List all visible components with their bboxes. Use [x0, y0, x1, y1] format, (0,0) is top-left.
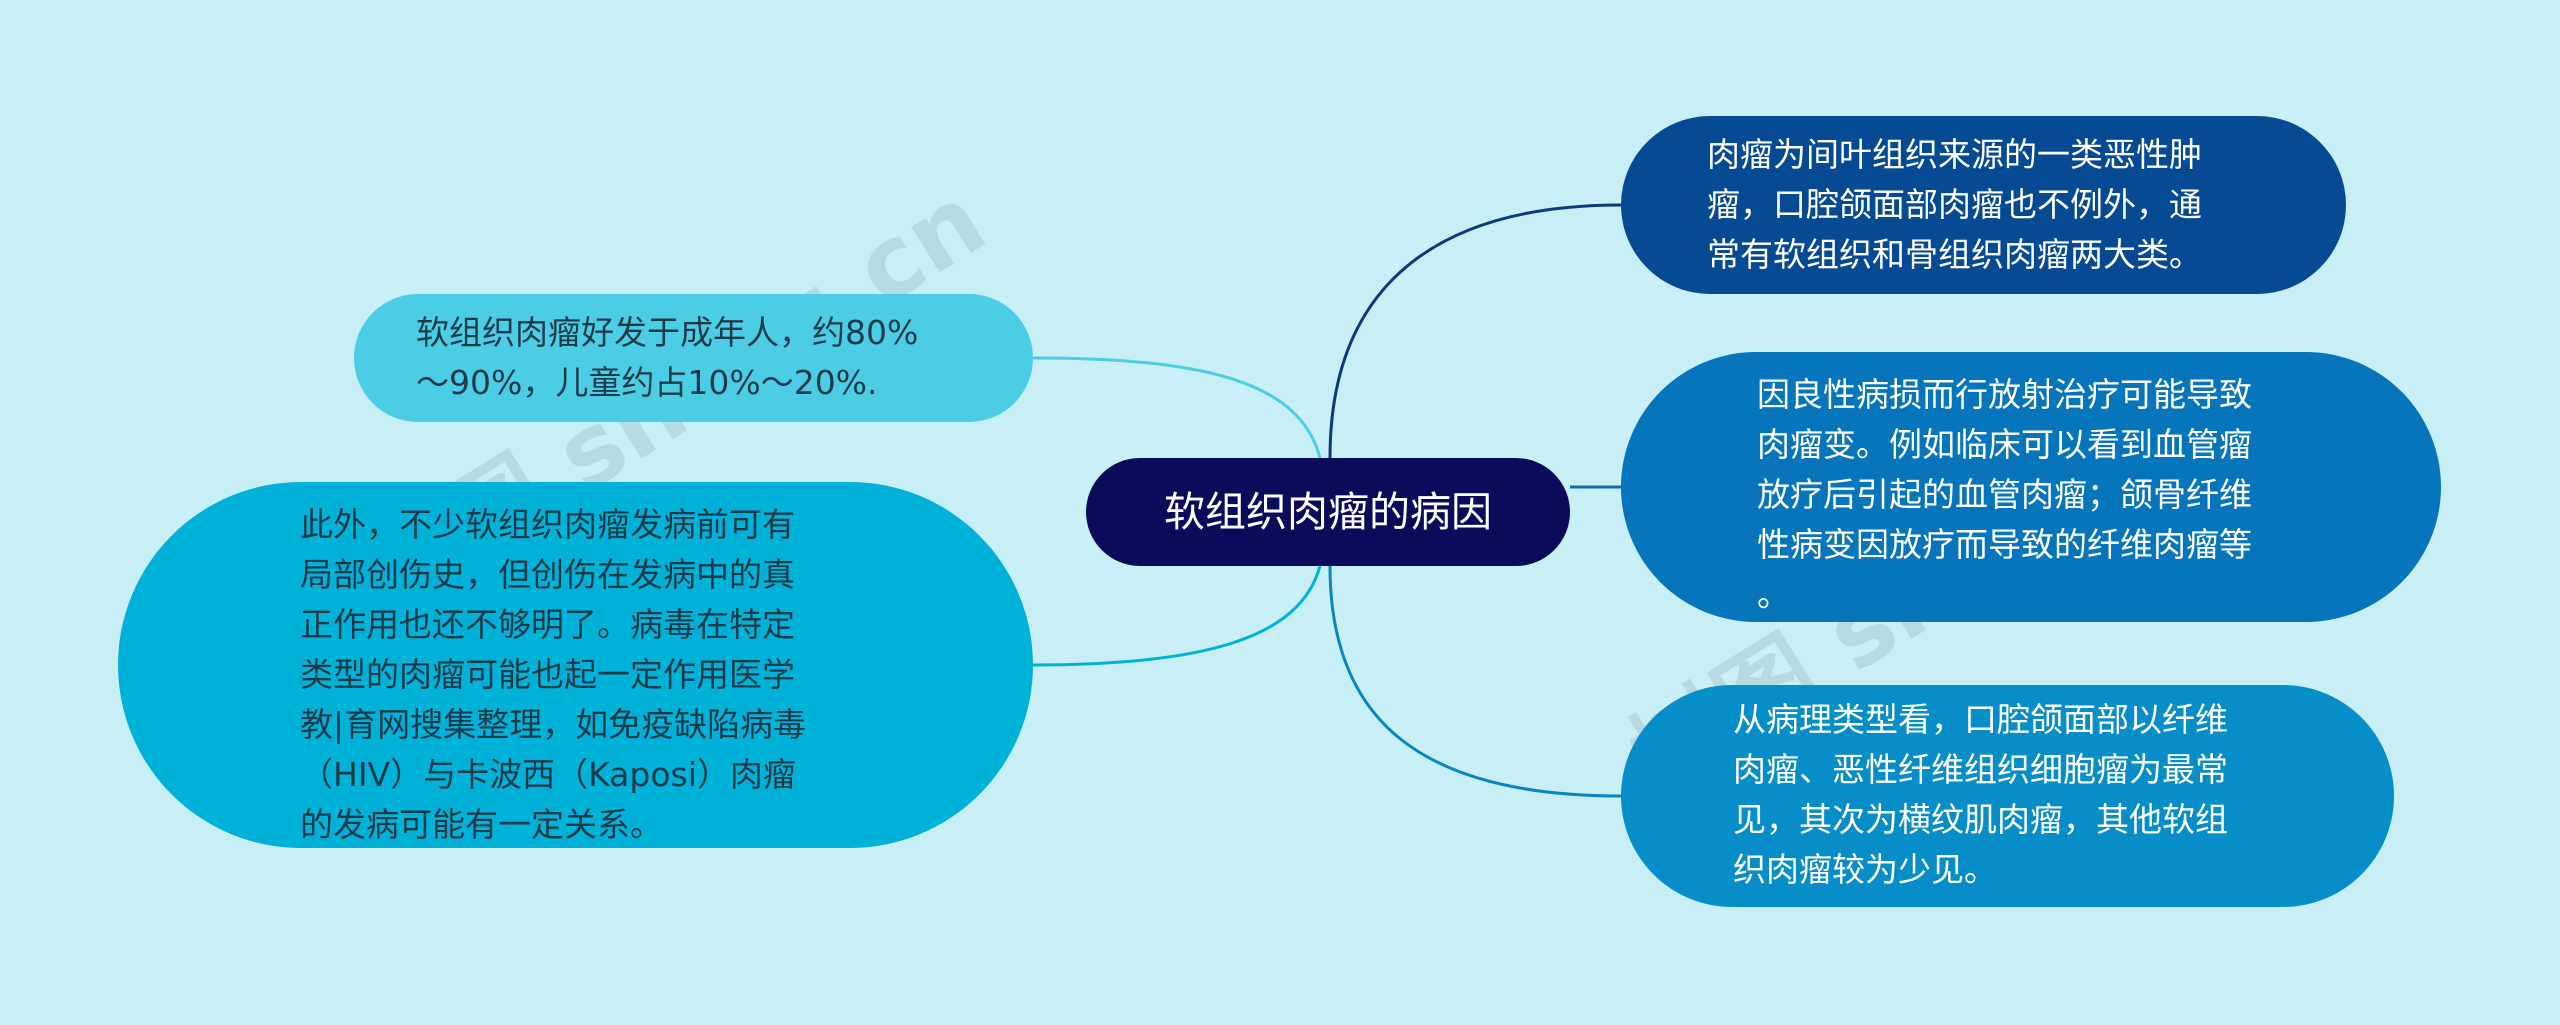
branch-left-top-text: 软组织肉瘤好发于成年人，约80% ～90%，儿童约占10%～20%. [416, 308, 918, 408]
text-line: 从病理类型看，口腔颌面部以纤维 [1733, 700, 2228, 739]
branch-right-bottom-text: 从病理类型看，口腔颌面部以纤维肉瘤、恶性纤维组织细胞瘤为最常见，其次为横纹肌肉瘤… [1733, 695, 2228, 895]
branch-left-bottom[interactable]: 此外，不少软组织肉瘤发病前可有局部创伤史，但创伤在发病中的真正作用也还不够明了。… [118, 482, 1033, 848]
text-line: 常有软组织和骨组织肉瘤两大类。 [1707, 235, 2202, 274]
text-line: 类型的肉瘤可能也起一定作用医学 [300, 655, 795, 694]
text-line: 的发病可能有一定关系。 [300, 805, 663, 844]
text-line: 因良性病损而行放射治疗可能导致 [1757, 375, 2252, 414]
text-line: 肉瘤为间叶组织来源的一类恶性肿 [1707, 135, 2202, 174]
branch-right-top[interactable]: 肉瘤为间叶组织来源的一类恶性肿瘤，口腔颌面部肉瘤也不例外，通常有软组织和骨组织肉… [1621, 116, 2346, 294]
connector-right-top [1328, 203, 1622, 459]
text-line: 局部创伤史，但创伤在发病中的真 [300, 555, 795, 594]
text-line: （HIV）与卡波西（Kaposi）肉瘤 [300, 755, 796, 794]
text-line: 肉瘤变。例如临床可以看到血管瘤 [1757, 425, 2252, 464]
branch-right-middle-text: 因良性病损而行放射治疗可能导致肉瘤变。例如临床可以看到血管瘤放疗后引起的血管肉瘤… [1757, 370, 2252, 620]
text-line: 性病变因放疗而导致的纤维肉瘤等 [1757, 525, 2252, 564]
central-topic-label: 软组织肉瘤的病因 [1164, 488, 1492, 536]
connector-left-bottom [1032, 565, 1322, 667]
branch-right-middle[interactable]: 因良性病损而行放射治疗可能导致肉瘤变。例如临床可以看到血管瘤放疗后引起的血管肉瘤… [1621, 352, 2441, 622]
branch-right-bottom[interactable]: 从病理类型看，口腔颌面部以纤维肉瘤、恶性纤维组织细胞瘤为最常见，其次为横纹肌肉瘤… [1621, 685, 2394, 907]
branch-left-bottom-text: 此外，不少软组织肉瘤发病前可有局部创伤史，但创伤在发病中的真正作用也还不够明了。… [300, 500, 806, 850]
text-line: 。 [1757, 575, 1790, 614]
text-line: 瘤，口腔颌面部肉瘤也不例外，通 [1707, 185, 2202, 224]
branch-left-top[interactable]: 软组织肉瘤好发于成年人，约80% ～90%，儿童约占10%～20%. [354, 294, 1033, 422]
text-line: 织肉瘤较为少见。 [1733, 850, 1997, 889]
branch-right-top-text: 肉瘤为间叶组织来源的一类恶性肿瘤，口腔颌面部肉瘤也不例外，通常有软组织和骨组织肉… [1707, 130, 2202, 280]
connector-right-bottom [1328, 565, 1622, 798]
text-line: 肉瘤、恶性纤维组织细胞瘤为最常 [1733, 750, 2228, 789]
text-line: 此外，不少软组织肉瘤发病前可有 [300, 505, 795, 544]
text-line: 软组织肉瘤好发于成年人，约80% [416, 313, 919, 352]
text-line: 放疗后引起的血管肉瘤；颌骨纤维 [1757, 475, 2252, 514]
connector-left-top [1032, 356, 1322, 459]
text-line: 见，其次为横纹肌肉瘤，其他软组 [1733, 800, 2228, 839]
text-line: ～90%，儿童约占10%～20%. [416, 363, 878, 402]
text-line: 正作用也还不够明了。病毒在特定 [300, 605, 795, 644]
central-topic[interactable]: 软组织肉瘤的病因 [1086, 458, 1570, 566]
text-line: 教|育网搜集整理，如免疫缺陷病毒 [300, 705, 807, 744]
